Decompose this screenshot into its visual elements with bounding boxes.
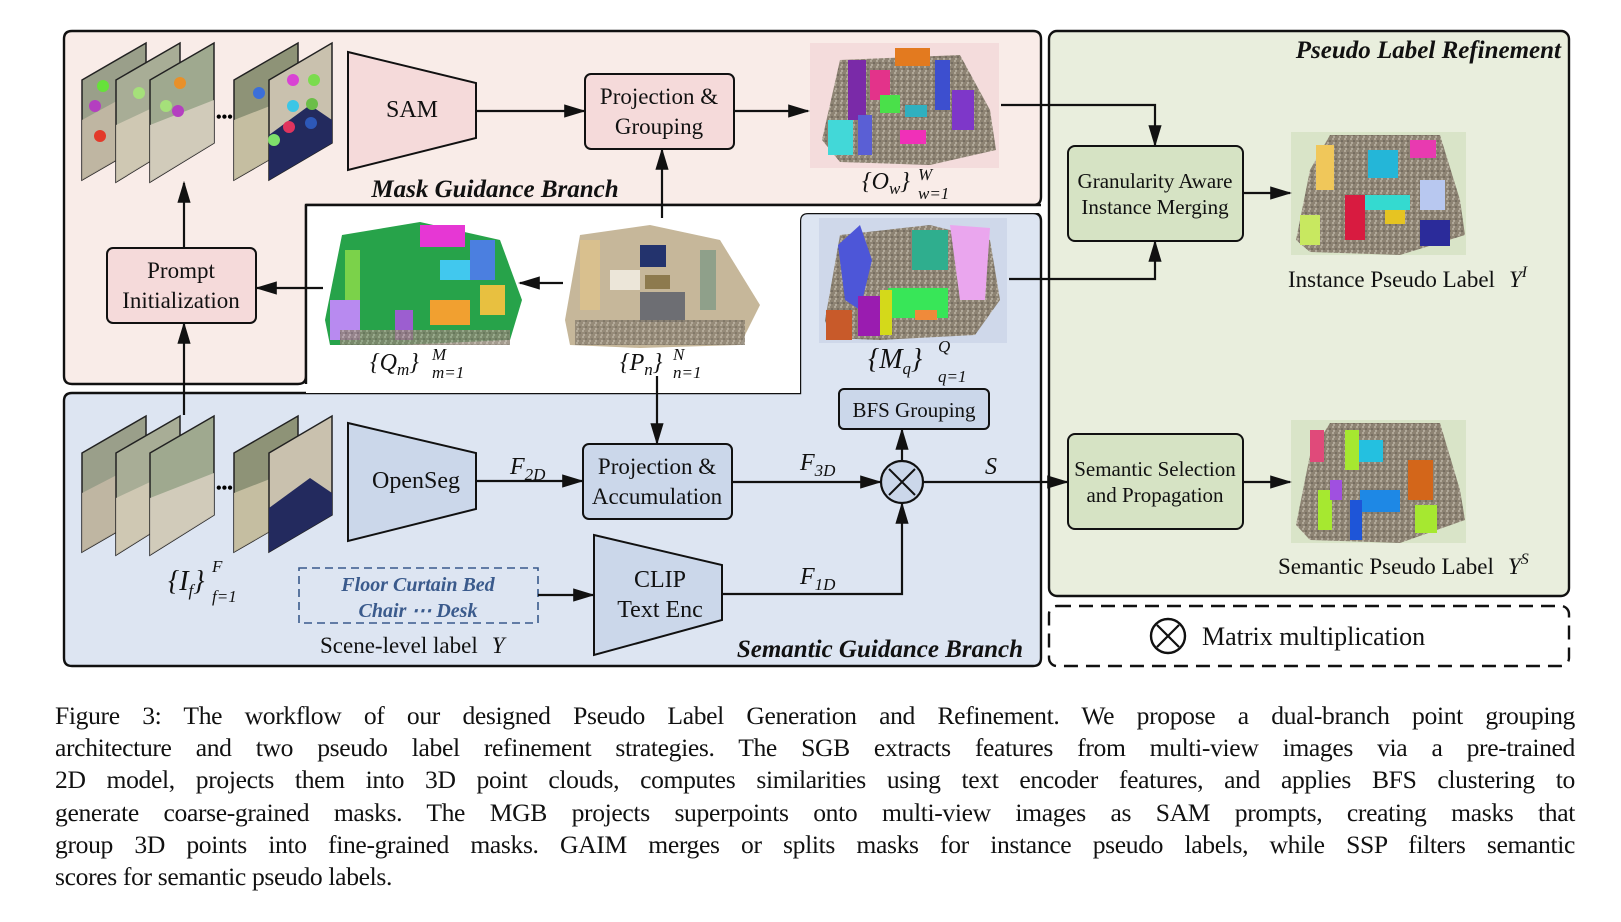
gaim-label: Instance Merging — [1081, 195, 1229, 219]
s-label: S — [985, 454, 997, 480]
ssp-label: Semantic Selection — [1074, 457, 1236, 481]
openseg-encoder — [347, 421, 477, 543]
f2d-label: F2D — [509, 454, 546, 484]
coarse-masks-symbol: {Mq} Q q=1 — [868, 337, 966, 386]
figure-caption: Figure 3: The workflow of our designed P… — [55, 700, 1575, 893]
prompt-initialization-label: Initialization — [122, 288, 240, 313]
ellipsis: ••• — [216, 480, 233, 497]
arrow-output-to-gaim — [1001, 103, 1162, 148]
svg-text:w=1: w=1 — [918, 184, 949, 203]
fine-grained-mask-pointcloud — [810, 43, 999, 168]
gaim-label: Granularity Aware — [1078, 169, 1233, 193]
clip-label: CLIP — [634, 567, 686, 593]
input-image-stack: ••• — [81, 414, 333, 557]
pointcloud-symbol: {Pn} N n=1 — [620, 345, 701, 382]
superpoints-pointcloud — [325, 222, 522, 345]
sam-label: SAM — [386, 97, 438, 123]
superpoints-symbol: {Qm} M m=1 — [370, 345, 464, 382]
caption-line: architecture and two pseudo label refine… — [55, 733, 1575, 763]
clip-text-encoder — [593, 533, 723, 657]
projection-grouping-label: Grouping — [615, 114, 704, 139]
caption-line: Figure 3: The workflow of our designed P… — [55, 701, 1575, 730]
svg-text:{If}: {If} — [168, 566, 204, 600]
refinement-title: Pseudo Label Refinement — [1295, 37, 1562, 64]
matrix-multiplication-node — [879, 459, 925, 505]
caption-line: generate coarse-grained masks. The MGB p… — [55, 797, 1575, 827]
flow-arrows — [177, 103, 1293, 602]
coarse-mask-pointcloud — [819, 218, 1007, 343]
ellipsis: ••• — [216, 109, 233, 126]
arrow-clip-to-multiply — [722, 501, 909, 596]
instance-pseudo-label-pointcloud — [1291, 132, 1466, 255]
ssp-label: and Propagation — [1086, 483, 1224, 507]
svg-text:M: M — [431, 345, 447, 364]
caption-line: scores for semantic pseudo labels. — [55, 862, 393, 892]
svg-text:q=1: q=1 — [938, 367, 966, 386]
prompted-image-stack: ••• — [81, 41, 333, 184]
svg-text:N: N — [672, 345, 686, 364]
prompt-initialization-label: Prompt — [147, 258, 215, 283]
image-frame — [149, 414, 215, 557]
clip-label: Text Enc — [617, 597, 703, 623]
caption-line: 2D model, projects them into 3D point cl… — [55, 765, 1575, 795]
projection-accumulation-label: Accumulation — [592, 484, 723, 509]
projection-grouping-label: Projection & — [600, 84, 718, 109]
svg-text:Q: Q — [938, 337, 950, 356]
legend-label: Matrix multiplication — [1202, 622, 1425, 651]
circled-times-icon — [1149, 617, 1187, 655]
caption-line: group 3D points into fine-grained masks.… — [55, 829, 1575, 859]
image-frame — [268, 414, 333, 554]
semantic-pseudo-label-pointcloud — [1291, 420, 1466, 543]
svg-text:m=1: m=1 — [432, 363, 464, 382]
gaim-block — [1067, 145, 1244, 242]
svg-text:f=1: f=1 — [212, 587, 237, 606]
openseg-label: OpenSeg — [372, 468, 460, 494]
scene-label-words: Floor Curtain Bed — [340, 574, 495, 596]
projection-accumulation-label: Projection & — [598, 454, 716, 479]
bfs-grouping-label: BFS Grouping — [852, 398, 976, 422]
ssp-block — [1067, 433, 1244, 530]
f1d-label: F1D — [799, 564, 836, 594]
svg-text:{Qm}: {Qm} — [370, 350, 419, 379]
svg-text:W: W — [918, 165, 934, 184]
bfs-grouping-block — [838, 388, 990, 430]
output-masks-symbol: {Ow} W w=1 — [862, 165, 949, 203]
svg-text:{Mq}: {Mq} — [868, 344, 922, 378]
mask-branch-title: Mask Guidance Branch — [370, 176, 618, 203]
svg-text:{Ow}: {Ow} — [862, 169, 910, 198]
svg-text:F: F — [211, 557, 223, 576]
svg-text:{Pn}: {Pn} — [620, 350, 663, 379]
f3d-label: F3D — [799, 450, 836, 480]
semantic-branch-title: Semantic Guidance Branch — [737, 636, 1023, 663]
svg-text:n=1: n=1 — [673, 363, 701, 382]
arrow-coarse-to-gaim — [1009, 239, 1162, 281]
sam-encoder — [347, 50, 477, 172]
workflow-diagram: Pseudo Label Refinement Matrix multiplic… — [62, 29, 1571, 668]
scene-label-words: Chair ⋯ Desk — [359, 600, 478, 622]
images-symbol: {If} F f=1 — [168, 557, 237, 606]
input-pointcloud — [565, 225, 760, 348]
legend-box — [1047, 604, 1571, 668]
